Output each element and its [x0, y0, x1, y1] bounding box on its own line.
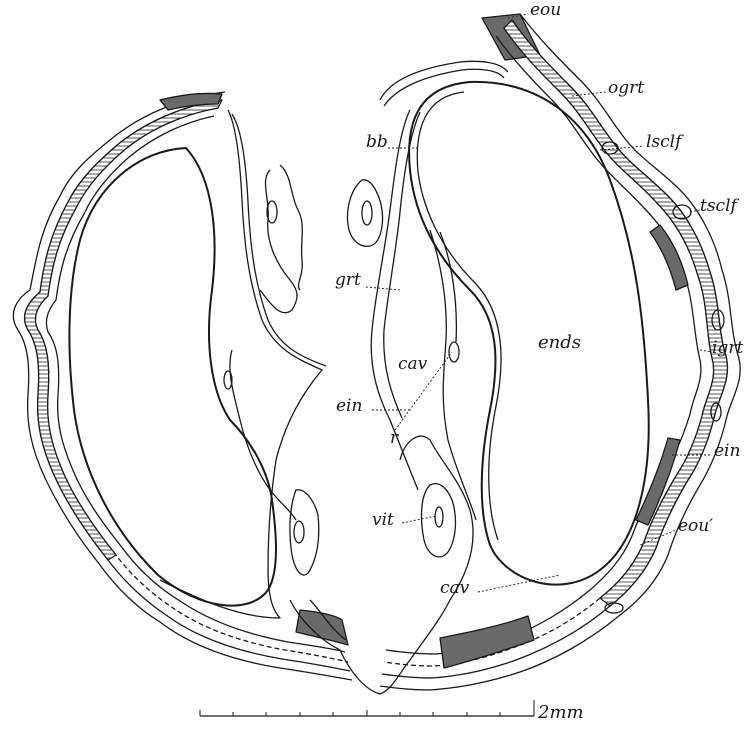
scale-bar-ticks: [200, 700, 534, 716]
scale-bar: [200, 700, 534, 716]
right-upper-vessel: [362, 201, 372, 225]
label-cav-upper: cav: [398, 356, 427, 373]
left-hatched-band: [25, 100, 222, 560]
scale-bar-label: 2mm: [538, 704, 584, 722]
cav-vessel: [449, 342, 459, 362]
leader-vit: [402, 516, 436, 523]
right-upper-blob: [348, 180, 383, 246]
left-lower-vessel: [294, 521, 304, 543]
left-wall-layer-2: [25, 100, 350, 671]
vit-lobe: [422, 484, 456, 557]
left-inner-wall-2: [232, 114, 326, 366]
label-eou-prime: eou′: [678, 518, 713, 535]
label-r: r: [390, 430, 398, 447]
label-ogrt: ogrt: [608, 80, 644, 97]
label-tsclf: tsclf: [700, 198, 737, 215]
label-ends: ends: [538, 334, 581, 352]
left-wall-layer-4: [46, 116, 345, 652]
label-igrt: igrt: [712, 340, 743, 357]
vit-vessel: [435, 507, 443, 527]
label-grt: grt: [335, 272, 361, 289]
label-vit: vit: [372, 512, 394, 529]
label-ein-right: ein: [714, 443, 740, 460]
leader-grt: [366, 287, 400, 290]
left-lower-strand: [230, 350, 296, 520]
left-inner-wall: [160, 110, 322, 618]
right-inner-flap: [380, 61, 508, 100]
label-lsclf: lsclf: [646, 134, 681, 151]
label-ein-left: ein: [336, 398, 362, 415]
label-cav-lower: cav: [440, 580, 469, 597]
right-dark-band-bottom: [440, 616, 534, 668]
right-membrane-d: [440, 232, 456, 342]
label-eou: eou: [530, 2, 561, 19]
label-bb: bb: [366, 134, 388, 151]
